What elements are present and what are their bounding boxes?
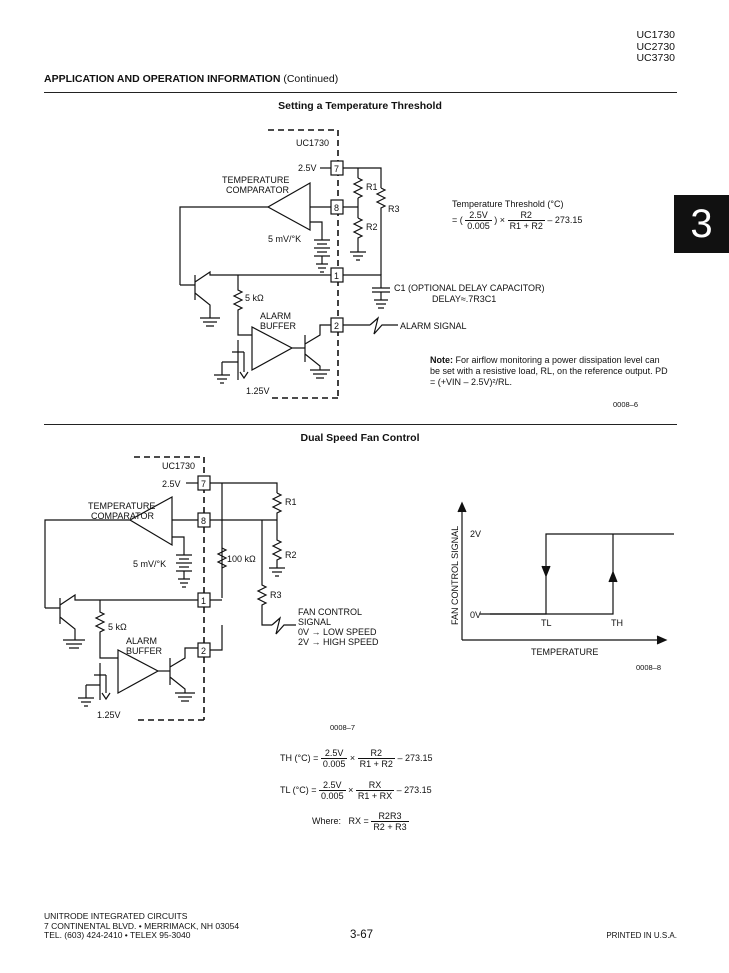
vref-label: 2.5V [162, 479, 181, 489]
comparator-label: TEMPERATURE [88, 501, 155, 511]
sensor-label: 5 mV/°K [133, 559, 166, 569]
r2-label: R2 [366, 222, 378, 232]
r5k-label: 5 kΩ [108, 622, 127, 632]
figure-code: 0008–6 [613, 400, 639, 409]
chip-label: UC1730 [296, 138, 329, 148]
page-number: 3-67 [350, 929, 374, 941]
pin8-label: 8 [334, 203, 339, 213]
divider [44, 424, 677, 425]
vref-label: 2.5V [298, 163, 317, 173]
y-tick-2v: 2V [470, 529, 481, 539]
tl-label: TL [541, 618, 552, 628]
v125-label: 1.25V [97, 710, 121, 720]
figure-code: 0008–7 [330, 723, 355, 732]
part-number: UC3730 [636, 52, 675, 64]
r1-label: R1 [366, 182, 378, 192]
fan-control-label: SIGNAL [298, 617, 331, 627]
r100k-label: 100 kΩ [227, 554, 256, 564]
pin1-label: 1 [334, 271, 339, 281]
part-number: UC1730 [636, 29, 675, 41]
alarm-buffer-label: BUFFER [260, 321, 297, 331]
r5k-label: 5 kΩ [245, 293, 264, 303]
section-heading-rest: (Continued) [280, 73, 339, 85]
r2-label: R2 [285, 550, 297, 560]
pin7-label: 7 [201, 479, 206, 489]
pin2-label: 2 [201, 646, 206, 656]
x-axis-label: TEMPERATURE [531, 647, 598, 657]
alarm-signal-label: ALARM SIGNAL [400, 321, 467, 331]
delay-label: DELAY≈.7R3C1 [432, 294, 496, 304]
part-numbers: UC1730 UC2730 UC3730 [636, 29, 675, 65]
pin2-label: 2 [334, 321, 339, 331]
section-heading: APPLICATION AND OPERATION INFORMATION (C… [44, 73, 338, 85]
alarm-buffer-label: ALARM [126, 636, 157, 646]
r3-label: R3 [388, 204, 400, 214]
pin7-label: 7 [334, 164, 339, 174]
part-number: UC2730 [636, 40, 675, 53]
sensor-label: 5 mV/°K [268, 234, 301, 244]
v125-label: 1.25V [246, 386, 270, 396]
divider [44, 92, 677, 93]
comparator-label: COMPARATOR [91, 511, 155, 521]
printed-notice: PRINTED IN U.S.A. [606, 931, 677, 940]
footer-address: UNITRODE INTEGRATED CIRCUITS 7 CONTINENT… [44, 911, 240, 940]
y-tick-0v: 0V [470, 610, 481, 620]
chip-label: UC1730 [162, 461, 195, 471]
threshold-equation-title: Temperature Threshold (°C) [452, 199, 564, 209]
figure2-title: Dual Speed Fan Control [300, 432, 420, 444]
alarm-buffer-label: BUFFER [126, 646, 163, 656]
note: Note: For airflow monitoring a power dis… [430, 355, 670, 388]
fan-control-label: 0V → LOW SPEED [298, 627, 377, 637]
fan-control-label: FAN CONTROL [298, 607, 362, 617]
r1-label: R1 [285, 497, 297, 507]
y-axis-label: FAN CONTROL SIGNAL [450, 526, 460, 625]
comparator-label: TEMPERATURE [222, 175, 289, 185]
comparator-label: COMPARATOR [226, 185, 290, 195]
pin8-label: 8 [201, 516, 206, 526]
fan-control-label: 2V → HIGH SPEED [298, 637, 379, 647]
r3-label: R3 [270, 590, 282, 600]
section-tab: 3 [674, 195, 729, 253]
note-text: For airflow monitoring a power dissipati… [430, 355, 668, 387]
pin1-label: 1 [201, 596, 206, 606]
c1-label: C1 (OPTIONAL DELAY CAPACITOR) [394, 283, 545, 293]
th-label: TH [611, 618, 623, 628]
alarm-buffer-label: ALARM [260, 311, 291, 321]
figure-code: 0008–8 [636, 663, 661, 672]
figure1-title: Setting a Temperature Threshold [278, 100, 442, 112]
note-label: Note: [430, 355, 453, 365]
section-heading-bold: APPLICATION AND OPERATION INFORMATION [44, 73, 281, 85]
